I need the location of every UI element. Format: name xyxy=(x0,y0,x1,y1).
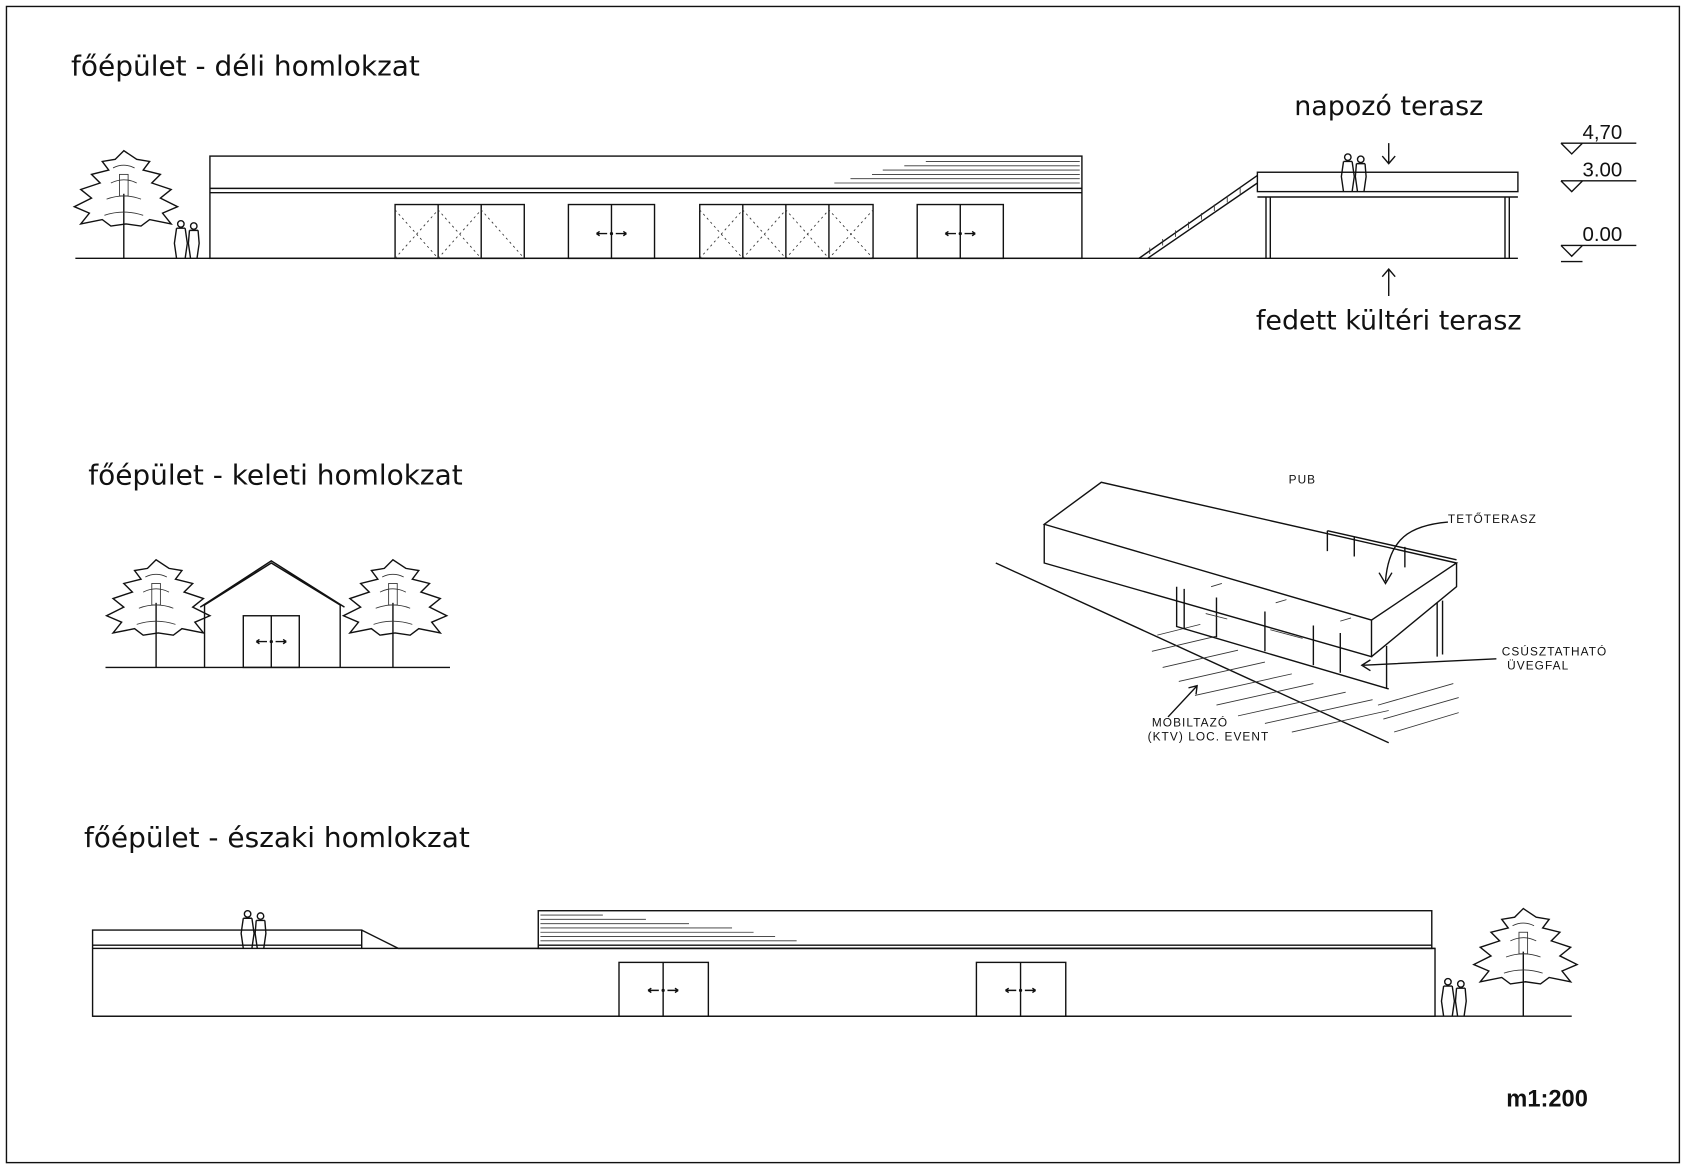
gable-building xyxy=(199,560,345,668)
sliding-door-2 xyxy=(916,203,1005,260)
east-elevation: főépület - keleti homlokzat xyxy=(88,458,463,669)
folding-door-2 xyxy=(699,203,874,260)
people-icon xyxy=(1440,977,1467,1017)
sketch-title: PUB xyxy=(1289,472,1317,486)
roof-terrace-note: TETŐTERASZ xyxy=(1448,512,1537,526)
people-icon xyxy=(173,219,200,260)
arrow-up-icon xyxy=(1381,268,1396,297)
roof-hatching xyxy=(834,161,1080,184)
folding-door-1 xyxy=(394,203,525,260)
sliding-door-2 xyxy=(975,961,1067,1017)
north-elevation: főépület - északi homlokzat xyxy=(84,821,1578,1017)
ground-hatching xyxy=(1151,623,1459,733)
roof xyxy=(1042,481,1459,621)
sheet-border xyxy=(5,5,1681,1164)
level-3-00: 3.00 xyxy=(1583,159,1623,182)
scale-label: m1:200 xyxy=(1506,1087,1588,1113)
building-body xyxy=(91,947,1436,1017)
level-markers: 4,70 3.00 0.00 xyxy=(1560,121,1637,263)
tree-icon xyxy=(342,559,448,669)
level-4-70: 4,70 xyxy=(1583,121,1623,144)
glass-wall-note-2: ÜVEGFAL xyxy=(1507,659,1569,673)
building-body xyxy=(209,155,1083,260)
arrow-down-icon xyxy=(1381,143,1396,165)
tree-icon xyxy=(1473,907,1578,1017)
arrow-icon xyxy=(1167,684,1198,718)
north-elevation-title: főépület - északi homlokzat xyxy=(84,821,470,854)
sliding-door-1 xyxy=(567,203,656,260)
perspective-sketch: PUB TETŐTERASZ CSÚSZTATHATÓ ÜVEGFAL MOBI… xyxy=(995,472,1608,744)
roof-hatching xyxy=(540,914,797,942)
level-0-00: 0.00 xyxy=(1583,223,1623,246)
stair xyxy=(1138,174,1258,259)
sun-terrace-label: napozó terasz xyxy=(1294,91,1483,122)
sliding-door-1 xyxy=(618,961,710,1017)
upper-volume xyxy=(537,910,1433,950)
mobile-note-2: (KTV) LOC. EVENT xyxy=(1148,730,1270,744)
mobile-note-1: MOBILTAZÓ xyxy=(1152,716,1228,730)
ground-edge xyxy=(995,562,1390,744)
covered-terrace-label: fedett kültéri terasz xyxy=(1256,305,1522,336)
arrow-icon xyxy=(1360,658,1497,672)
east-elevation-title: főépület - keleti homlokzat xyxy=(88,458,462,491)
roof-terrace-slab xyxy=(1256,171,1519,193)
tree-icon xyxy=(73,150,179,260)
south-elevation: főépület - déli homlokzat xyxy=(71,49,1637,336)
arrow-icon xyxy=(1378,521,1448,585)
south-elevation-title: főépület - déli homlokzat xyxy=(71,49,420,82)
tree-icon xyxy=(105,559,211,669)
glass-wall-note-1: CSÚSZTATHATÓ xyxy=(1502,645,1608,659)
